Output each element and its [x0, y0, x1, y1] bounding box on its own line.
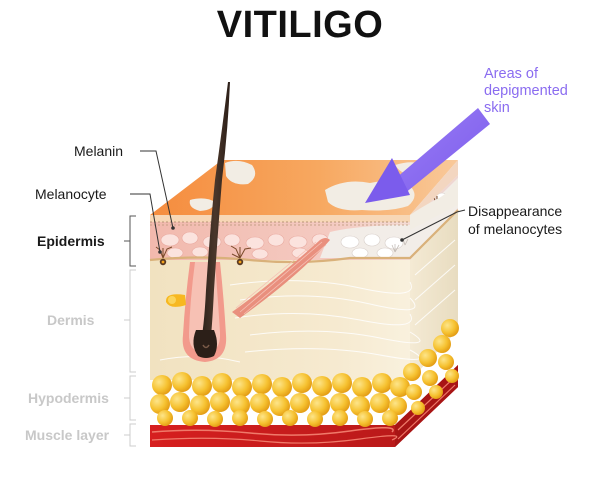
depigmentation-arrow [365, 108, 490, 203]
layer-brackets [124, 215, 136, 267]
melanocyte-label: Melanocyte [35, 186, 107, 202]
diagram-title: VITILIGO [216, 4, 384, 46]
hypodermis-fat [150, 319, 459, 427]
depigmented-skin-label-line1: Areas of [484, 66, 538, 82]
depigmented-skin-label-line3: skin [484, 100, 510, 116]
muscle-layer-label: Muscle layer [25, 427, 110, 443]
hypodermis-label: Hypodermis [28, 390, 109, 406]
melanin-label: Melanin [74, 143, 124, 159]
dermis-label: Dermis [47, 312, 95, 328]
arrector-pili-muscle [232, 238, 330, 318]
disappearance-label-line2: of melanocytes [468, 221, 563, 237]
muscle-layer [150, 365, 458, 447]
epidermis-label: Epidermis [37, 233, 105, 249]
hair-shaft [193, 82, 230, 358]
leader-lines [130, 150, 466, 253]
depigmented-skin-label-line2: depigmented [484, 83, 568, 99]
disappearance-label-line1: Disappearance [468, 203, 563, 219]
